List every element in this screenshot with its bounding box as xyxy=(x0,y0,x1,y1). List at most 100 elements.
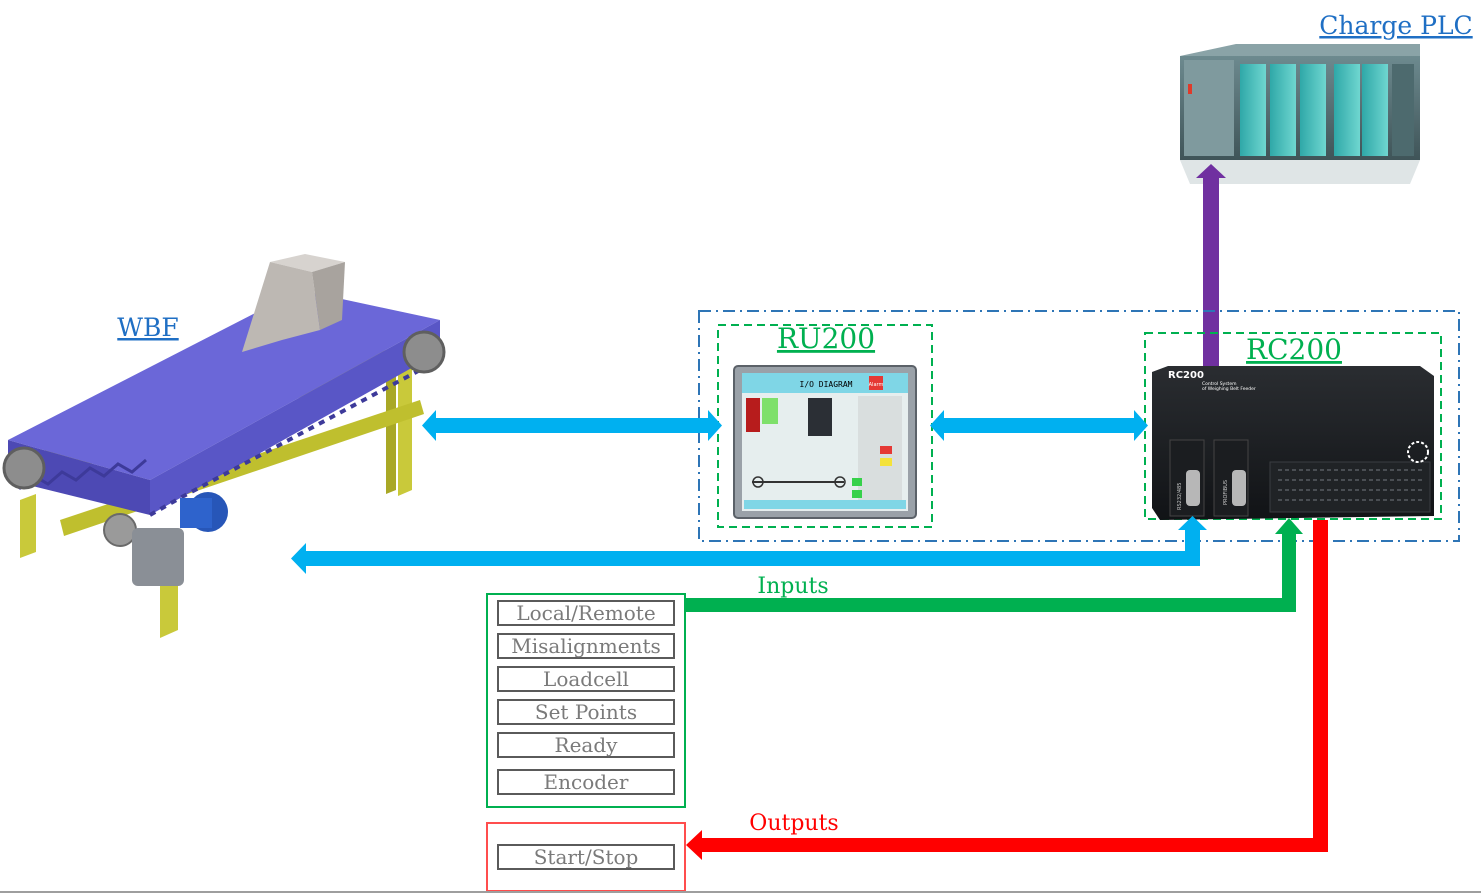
input-signal-label: Misalignments xyxy=(511,634,661,658)
rc200-terminal-grid xyxy=(1278,469,1422,501)
input-signal-box xyxy=(497,633,675,659)
plc-module-5 xyxy=(1362,64,1388,156)
wbf-label: WBF xyxy=(117,313,178,342)
inputs-link: Inputs xyxy=(684,518,1303,612)
conveyor-belt-side xyxy=(150,320,440,515)
plc-led xyxy=(1188,84,1192,94)
hmi-drive-icon xyxy=(808,398,832,436)
input-signal-label: Local/Remote xyxy=(516,601,655,625)
charge-plc-label: Charge PLC xyxy=(1319,11,1472,40)
hmi-title-bar xyxy=(742,373,908,393)
inputs-line-v xyxy=(1282,530,1296,612)
conveyor-hopper-front xyxy=(242,262,320,352)
input-signal-item: Misalignments xyxy=(497,633,675,659)
hmi-status-green-2 xyxy=(852,490,862,498)
input-signal-box xyxy=(497,600,675,626)
input-signal-item: Local/Remote xyxy=(497,600,675,626)
output-signal-label: Start/Stop xyxy=(534,845,639,869)
inputs-label: Inputs xyxy=(757,574,828,599)
plc-module-1 xyxy=(1240,64,1266,156)
inputs-line-h xyxy=(684,598,1296,612)
output-signal-box xyxy=(497,844,675,870)
rc200-port2-label: PROFIBUS xyxy=(1223,480,1229,505)
hmi-title: I/O DIAGRAM xyxy=(800,380,853,389)
input-signal-box xyxy=(497,769,675,795)
rc200-db9-2 xyxy=(1232,470,1246,506)
outputs-box: Start/Stop xyxy=(486,822,686,892)
rc200-wbf-link xyxy=(291,516,1207,574)
rc200-db9-1 xyxy=(1186,470,1200,506)
input-signal-label: Ready xyxy=(555,733,619,757)
wbf-ru200-shaft xyxy=(434,418,710,433)
input-signal-label: Loadcell xyxy=(543,667,629,691)
charge-plc: Charge PLC xyxy=(1180,11,1473,184)
conveyor-head-pulley xyxy=(402,330,446,374)
rc200-brand: RC200 xyxy=(1168,370,1204,381)
conveyor-leg-left xyxy=(20,494,36,558)
outputs-link: Outputs xyxy=(686,520,1328,860)
conveyor-roller xyxy=(103,513,137,547)
conveyor-motor-body xyxy=(180,498,212,528)
hmi-status-green-1 xyxy=(852,478,862,486)
input-signal-box xyxy=(497,666,675,692)
conveyor-leg-right xyxy=(398,364,412,496)
conveyor-belt-cleats-top xyxy=(149,350,442,517)
hmi-status-yellow xyxy=(880,458,892,466)
plc-arrow-head xyxy=(1196,164,1226,178)
hmi-status-red xyxy=(880,446,892,454)
plc-module-4 xyxy=(1334,64,1360,156)
hmi-inputs-panel xyxy=(746,398,760,432)
input-signal-box xyxy=(497,732,675,758)
wbf-ru200-head-left xyxy=(422,410,436,441)
plc-module-6 xyxy=(1392,64,1414,156)
plc-link-arrow xyxy=(1196,164,1226,372)
hmi-belt-pulley-left xyxy=(752,476,764,488)
rc200-wbf-head-up xyxy=(1178,516,1207,530)
inputs-arrow-head xyxy=(1275,518,1303,534)
rc200-port1-label: RS232/485 xyxy=(1177,483,1183,510)
hmi-alarm-indicator xyxy=(869,376,883,390)
input-signal-item: Loadcell xyxy=(497,666,675,692)
plc-cpu-module xyxy=(1184,60,1234,156)
wbf-ru200-head-right xyxy=(708,410,722,441)
conveyor-hopper-side xyxy=(312,262,345,330)
ru200-rc200-head-right xyxy=(1134,410,1148,441)
hmi-green-block xyxy=(762,398,778,424)
input-signal-item: Set Points xyxy=(497,699,675,725)
conveyor-belt-surface xyxy=(8,290,440,480)
ru200-rc200-shaft xyxy=(942,418,1136,433)
hmi-alarm-text: Alarm xyxy=(869,382,884,388)
outputs-arrow-head xyxy=(686,830,702,860)
conveyor-leg-right-inner xyxy=(386,376,396,494)
hmi-button-strip xyxy=(744,500,906,509)
input-signal-item: Encoder xyxy=(497,769,675,795)
input-signal-label: Set Points xyxy=(535,700,637,724)
input-signal-label: Encoder xyxy=(544,770,629,794)
rc200-unit: RC200 RC200 Control System of Weighing B… xyxy=(1144,332,1442,520)
conveyor-hopper-top xyxy=(270,254,345,272)
plc-module-3 xyxy=(1300,64,1326,156)
input-signal-box xyxy=(497,699,675,725)
output-signal-item: Start/Stop xyxy=(497,844,675,870)
wbf-conveyor: WBF xyxy=(2,254,446,638)
wbf-ru200-link xyxy=(422,410,722,441)
rc200-subtitle-1: Control System xyxy=(1202,381,1236,387)
ru200-label: RU200 xyxy=(777,322,875,355)
rc200-label: RC200 xyxy=(1246,333,1342,366)
rc200-gear-logo xyxy=(1407,441,1429,463)
ru200-rc200-head-left xyxy=(930,410,944,441)
plc-rack-shadow xyxy=(1180,160,1420,184)
plc-module-2 xyxy=(1270,64,1296,156)
rc200-wbf-head-left xyxy=(291,543,306,574)
outputs-line-h xyxy=(700,838,1328,852)
hmi-belt-pulley-right xyxy=(834,476,846,488)
conveyor-tail-pulley xyxy=(2,446,46,490)
input-signal-item: Ready xyxy=(497,732,675,758)
plc-arrow-shaft xyxy=(1203,176,1219,372)
outputs-line-v xyxy=(1313,520,1328,852)
conveyor-gearbox xyxy=(132,528,184,586)
ru200-rc200-link xyxy=(930,410,1148,441)
ru200-unit: RU200 I/O DIAGRAM Alarm xyxy=(717,322,933,528)
